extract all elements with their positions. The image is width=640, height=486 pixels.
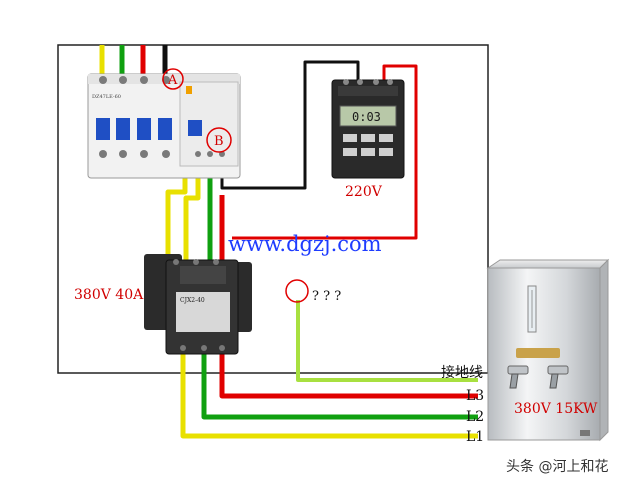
heater-label: 380V 15KW xyxy=(514,401,598,417)
heater-tap-right xyxy=(547,365,569,375)
contactor-model-text: CJX2-40 xyxy=(180,297,205,304)
line-label-l2: L2 xyxy=(466,409,484,425)
ground-question-circle xyxy=(285,279,309,303)
timer-voltage-label: 220V xyxy=(345,184,383,200)
water-heater xyxy=(486,258,610,442)
line-label-ground: 接地线 xyxy=(441,364,483,381)
wire-l1 xyxy=(180,350,478,439)
wire-timer-red xyxy=(232,64,418,240)
breaker-model-text: DZ47LE-60 xyxy=(92,94,121,100)
leakage-breaker: DZ47LE-60 xyxy=(87,73,241,179)
timer-button-2 xyxy=(361,134,375,142)
wire-ground xyxy=(296,300,478,382)
marker-a-label: A xyxy=(167,73,178,88)
line-label-l1: L1 xyxy=(466,429,484,445)
timer-display xyxy=(339,105,397,127)
heater-nameplate xyxy=(516,348,560,358)
website-text: www.dgzj.com xyxy=(228,232,382,256)
ground-question-text: ? ? ? xyxy=(312,289,341,304)
marker-b-circle xyxy=(206,127,232,153)
heater-tap-left xyxy=(507,365,529,375)
marker-a-circle xyxy=(162,68,184,90)
contactor: CJX2-40 xyxy=(144,254,252,355)
wire-l3 xyxy=(219,350,478,399)
watermark: 头条 @河上和花 xyxy=(506,458,608,475)
line-label-l3: L3 xyxy=(466,388,484,404)
contactor-label: 380V 40A xyxy=(74,287,144,303)
wire-l2 xyxy=(201,350,478,420)
timer-button-1 xyxy=(343,134,357,142)
time-switch: 0:03 xyxy=(331,79,405,179)
panel-frame xyxy=(57,44,489,374)
marker-b-label: B xyxy=(214,134,224,149)
timer-button-3 xyxy=(379,134,393,142)
timer-display-text: 0:03 xyxy=(352,110,381,124)
